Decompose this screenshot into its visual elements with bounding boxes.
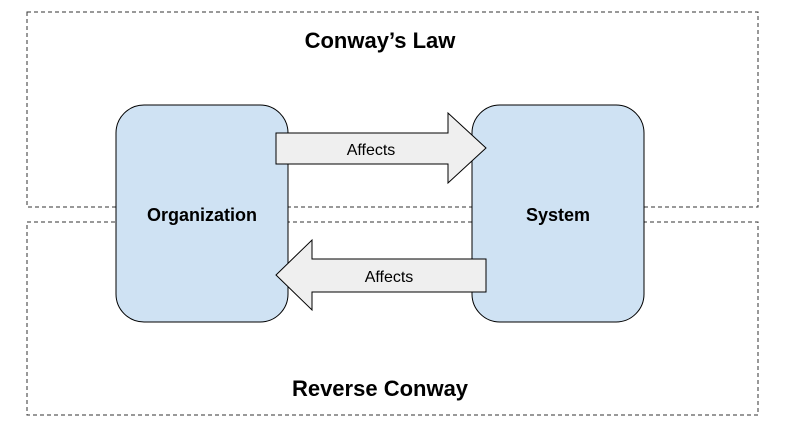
affects-arrow-right bbox=[275, 111, 487, 185]
organization-node bbox=[115, 104, 289, 323]
conways-law-region bbox=[26, 11, 759, 208]
affects-arrow-right-label: Affects bbox=[347, 142, 396, 159]
conways-law-title: Conway’s Law bbox=[305, 28, 457, 53]
affects-arrow-left bbox=[275, 238, 487, 312]
reverse-conway-region bbox=[26, 221, 759, 416]
system-node bbox=[471, 104, 645, 323]
system-label: System bbox=[526, 205, 590, 225]
organization-label: Organization bbox=[147, 205, 257, 225]
affects-arrow-left-label: Affects bbox=[365, 269, 414, 286]
reverse-conway-title: Reverse Conway bbox=[292, 376, 469, 401]
